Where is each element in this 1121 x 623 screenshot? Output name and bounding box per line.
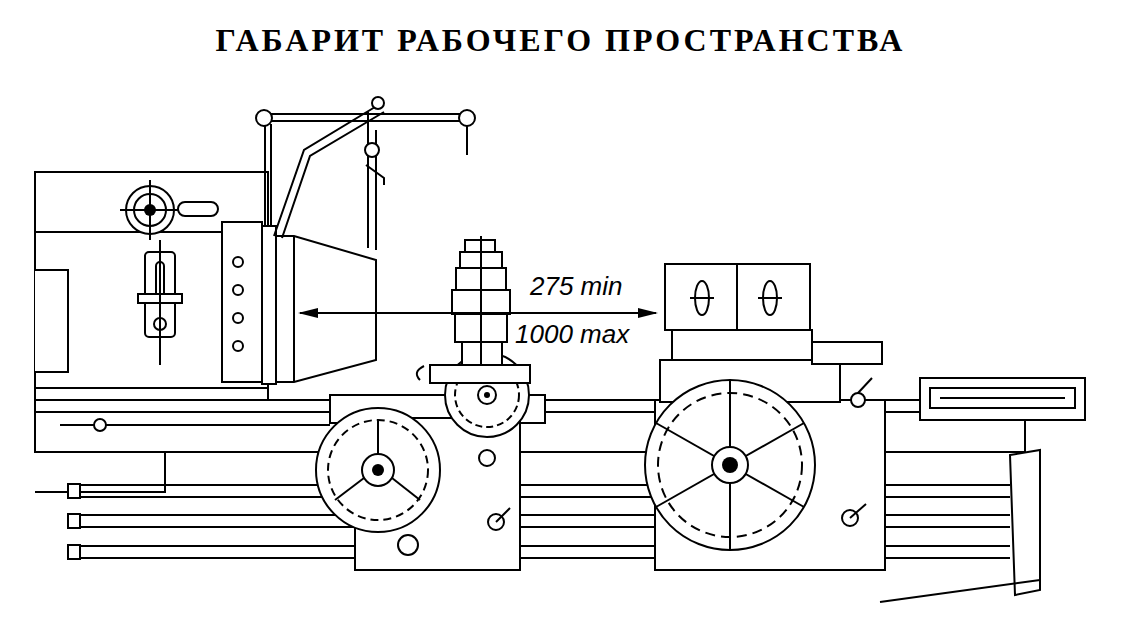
lathe-bed-part: [68, 545, 80, 559]
tool-post: [452, 236, 510, 365]
carriage-part: [484, 392, 490, 398]
headstock-part: [159, 240, 161, 365]
tool-post-part: [480, 236, 482, 365]
feed-end-part: [930, 388, 1075, 408]
lathe-bed-part: [94, 419, 106, 431]
headstock-part: [233, 341, 243, 351]
feed-end-part: [940, 397, 1065, 399]
headstock-part: [35, 387, 268, 389]
guard-bracket-part: [258, 120, 472, 122]
carriage-part: [372, 464, 384, 476]
headstock-part: [233, 257, 243, 267]
lathe-bed-part: [68, 484, 80, 498]
tailstock-part: [850, 504, 866, 518]
dimension-label: 1000 max: [513, 319, 631, 349]
dimension-line-part: [638, 308, 658, 318]
guard-bracket-part: [365, 143, 379, 157]
drawing-title: ГАБАРИТ РАБОЧЕГО ПРОСТРАНСТВА: [216, 22, 906, 59]
guard-bracket-part: [366, 165, 384, 185]
headstock-part: [178, 202, 218, 216]
guard-bracket-part: [264, 124, 266, 226]
feed-end-part: [880, 580, 1040, 602]
headstock-part: [35, 172, 268, 400]
headstock-part: [233, 285, 243, 295]
chuck-part: [276, 236, 376, 382]
guard-bracket-part: [372, 97, 384, 109]
tailstock-part: [665, 264, 810, 330]
guard-bracket-part: [459, 110, 475, 126]
chuck-part: [262, 226, 276, 384]
dimension-line-part: [300, 312, 656, 314]
carriage-part: [479, 450, 495, 466]
tailstock-part: [712, 447, 748, 483]
guard-bracket: [256, 97, 475, 250]
tailstock-part: [645, 380, 815, 550]
guard-bracket-part: [270, 124, 272, 226]
headstock-part: [149, 180, 151, 240]
feed-end-part: [1010, 450, 1040, 595]
lathe-bed-part: [68, 514, 80, 528]
carriage-part: [377, 420, 379, 454]
carriage-part: [362, 454, 394, 486]
guard-bracket-part: [256, 110, 272, 126]
headstock-part: [222, 222, 262, 382]
tailstock-part: [656, 423, 804, 507]
carriage-part: [316, 408, 440, 532]
carriage-part: [496, 508, 510, 522]
carriage-part: [417, 366, 424, 380]
dimension-line: [298, 308, 658, 318]
tailstock-part: [758, 297, 782, 299]
dimension-line-part: [298, 308, 318, 318]
headstock: [35, 172, 268, 400]
tailstock-part: [851, 393, 865, 407]
guard-bracket-part: [367, 112, 369, 248]
headstock-part: [35, 270, 68, 372]
tailstock-part: [858, 378, 872, 393]
chuck-part: [293, 236, 295, 382]
tailstock: [645, 264, 885, 570]
carriage-part: [430, 365, 530, 383]
headstock-part: [35, 231, 222, 233]
tailstock-part: [722, 457, 738, 473]
tailstock-part: [656, 423, 804, 507]
feed-end: [880, 378, 1085, 602]
guard-bracket-part: [466, 126, 468, 155]
carriage-part: [392, 478, 420, 500]
tailstock-part: [672, 330, 812, 360]
carriage-part: [335, 478, 364, 500]
tailstock-part: [812, 342, 882, 364]
feed-end-part: [920, 378, 1085, 420]
tailstock-part: [736, 264, 738, 330]
carriage-part: [478, 386, 496, 404]
carriage: [316, 353, 545, 570]
carriage-part: [328, 420, 428, 520]
tailstock-part: [690, 297, 714, 299]
dimension-label: 275 min: [528, 271, 625, 301]
headstock-part: [233, 313, 243, 323]
carriage-part: [398, 535, 418, 555]
chuck: [262, 226, 376, 384]
